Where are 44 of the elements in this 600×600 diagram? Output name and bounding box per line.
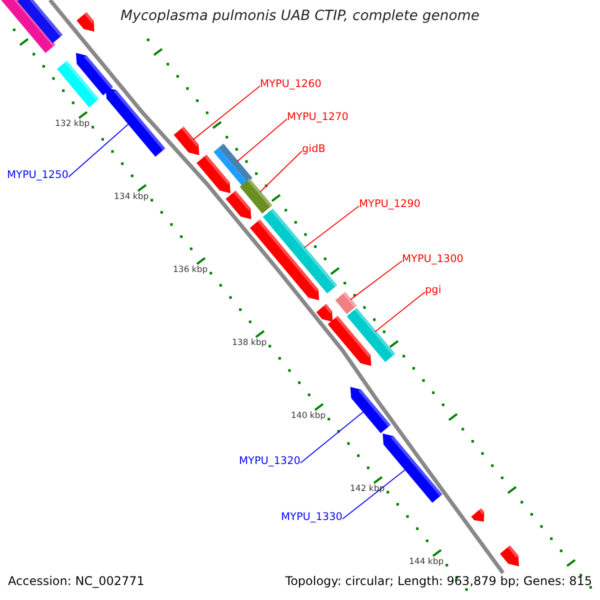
scale-label: 132 kbp xyxy=(55,120,90,130)
gene-feature xyxy=(174,126,200,156)
gene-feature xyxy=(106,87,166,157)
gene-label: MYPU_1290 xyxy=(359,198,420,210)
gene-label: gidB xyxy=(302,143,326,156)
gene-feature xyxy=(328,316,372,366)
gene-label: pgi xyxy=(425,284,442,296)
gene-label: MYPU_1330 xyxy=(281,511,342,524)
gene-feature xyxy=(0,0,56,53)
leader-line xyxy=(374,292,426,332)
gene-label: MYPU_1320 xyxy=(239,455,300,468)
summary-text: Topology: circular; Length: 963,879 bp; Genes: 815 xyxy=(285,575,592,589)
leader-line xyxy=(300,410,364,464)
title: Mycoplasma pulmonis UAB CTIP, complete genome xyxy=(119,8,481,24)
gene-feature xyxy=(471,508,484,522)
gene-feature xyxy=(76,12,94,32)
gene-feature xyxy=(196,154,230,194)
gene-feature xyxy=(250,220,320,300)
gene-feature xyxy=(76,52,114,96)
gene-feature xyxy=(382,433,442,503)
scale-label: 134 kbp xyxy=(114,193,149,203)
gene-label: MYPU_1260 xyxy=(260,78,322,90)
gene-feature xyxy=(335,292,357,314)
leader-line xyxy=(350,260,402,300)
leader-line xyxy=(68,123,130,178)
gene-feature xyxy=(350,386,391,434)
scale-label: 136 kbp xyxy=(173,266,208,276)
leader-line xyxy=(304,206,360,248)
accession-text: Accession: NC_002771 xyxy=(8,575,144,589)
gene-feature xyxy=(226,190,252,220)
scale-label: 138 kbp xyxy=(232,339,267,349)
gene-label: MYPU_1250 xyxy=(7,169,68,182)
gene-feature xyxy=(316,304,333,322)
leader-line xyxy=(236,118,288,162)
leader-line xyxy=(259,150,302,193)
gene-label: MYPU_1270 xyxy=(287,111,348,124)
gene-feature xyxy=(214,144,252,186)
gene-feature xyxy=(500,545,520,566)
scale-label: 140 kbp xyxy=(291,412,326,422)
scale-label: 144 kbp xyxy=(409,558,444,568)
gene-feature xyxy=(240,178,272,214)
leader-line xyxy=(342,468,406,520)
gene-label: MYPU_1300 xyxy=(402,253,464,266)
leader-line xyxy=(192,86,260,140)
